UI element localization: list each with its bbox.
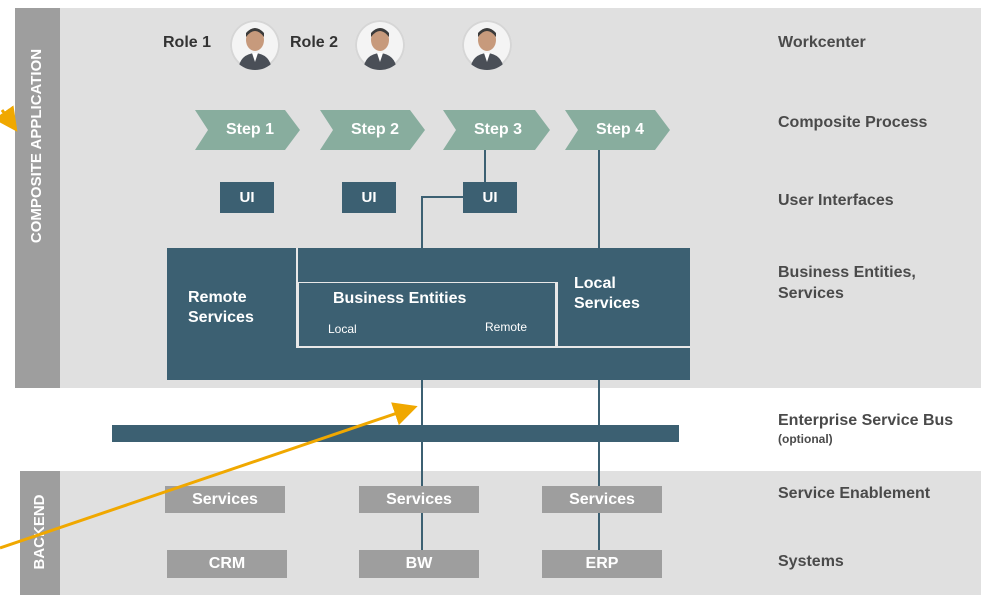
step-2-label: Step 2: [350, 121, 399, 138]
ui-box-3: UI: [463, 182, 517, 213]
role-2-avatar: [355, 20, 405, 70]
layer-workcenter: Workcenter: [778, 34, 866, 51]
person-icon: [470, 28, 504, 70]
ui-box-2: UI: [342, 182, 396, 213]
person-icon: [363, 28, 397, 70]
connector-step3-ui: [484, 150, 486, 182]
step-1-label: Step 1: [225, 121, 274, 138]
system-bw: BW: [359, 550, 479, 578]
enterprise-service-bus-bar: [112, 425, 679, 442]
step-3-chevron: [443, 110, 550, 150]
layer-business-entities: Business Entities, Services: [778, 264, 916, 302]
arrow-to-composite-icon: [0, 105, 18, 132]
services-box-2: Services: [359, 486, 479, 513]
business-divider-bottom: [296, 346, 690, 348]
connector-ui-elbow: [421, 196, 465, 198]
system-erp: ERP: [542, 550, 662, 578]
business-block: [167, 248, 690, 380]
system-crm: CRM: [167, 550, 287, 578]
role-2-label: Role 2: [290, 34, 339, 51]
connector-step4-local: [598, 150, 600, 248]
business-entities-title: Business Entities: [333, 290, 467, 307]
remote-services-label: Remote Services: [188, 289, 254, 326]
layer-service-enablement: Service Enablement: [778, 485, 931, 502]
layer-esb-title: Enterprise Service Bus: [778, 412, 954, 429]
business-entities-local: Local: [328, 322, 357, 336]
connector-ui-entities: [421, 196, 423, 248]
local-services-divider: [556, 282, 558, 346]
role-1-avatar: [230, 20, 280, 70]
business-entities-remote: Remote: [485, 320, 528, 334]
arrow-to-bus-icon: [0, 402, 418, 550]
step-4-chevron: [565, 110, 670, 150]
step-3-label: Step 3: [473, 121, 522, 138]
layer-composite-process: Composite Process: [778, 114, 928, 131]
connector-bus-bw: [421, 380, 423, 550]
role-1-label: Role 1: [163, 34, 212, 51]
composite-strip: [15, 8, 60, 388]
ui-box-1: UI: [220, 182, 274, 213]
local-services-label: Local Services: [574, 275, 640, 312]
layer-esb-note: (optional): [778, 432, 833, 446]
step-1-chevron: [195, 110, 300, 150]
layer-systems: Systems: [778, 553, 844, 570]
step-4-label: Step 4: [595, 121, 644, 138]
services-box-1: Services: [165, 486, 285, 513]
services-box-3: Services: [542, 486, 662, 513]
step-2-chevron: [320, 110, 425, 150]
connector-bus-erp: [598, 380, 600, 550]
role-3-avatar: [462, 20, 512, 70]
business-divider-left: [296, 248, 298, 346]
layer-user-interfaces: User Interfaces: [778, 192, 894, 209]
entities-box-border: [298, 282, 556, 346]
layer-esb: Enterprise Service Bus (optional): [778, 412, 953, 446]
person-icon: [238, 28, 272, 70]
